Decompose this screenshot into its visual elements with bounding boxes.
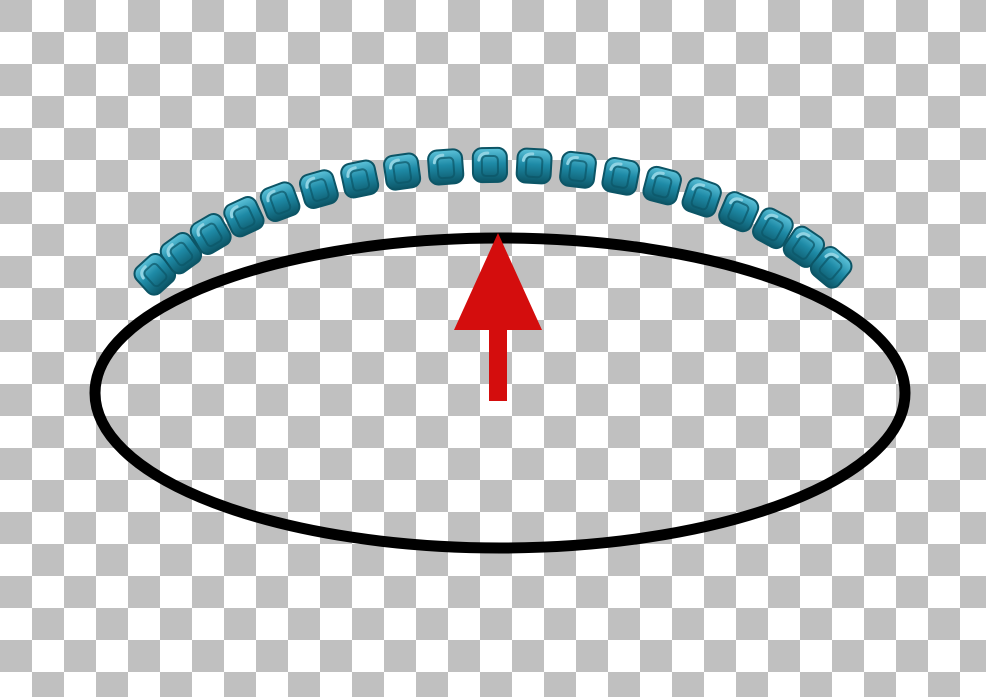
bead — [680, 176, 723, 219]
bead — [427, 149, 463, 185]
bead — [383, 152, 421, 190]
bead — [298, 168, 340, 210]
bead — [340, 159, 380, 199]
bead — [559, 151, 597, 189]
bead — [516, 148, 552, 184]
bead — [473, 148, 507, 182]
arrow-up-icon — [454, 233, 542, 401]
bead — [641, 165, 682, 206]
arrow-shaft — [489, 325, 507, 401]
arrow-head — [454, 233, 542, 330]
bead — [601, 156, 641, 196]
bead — [258, 180, 302, 224]
